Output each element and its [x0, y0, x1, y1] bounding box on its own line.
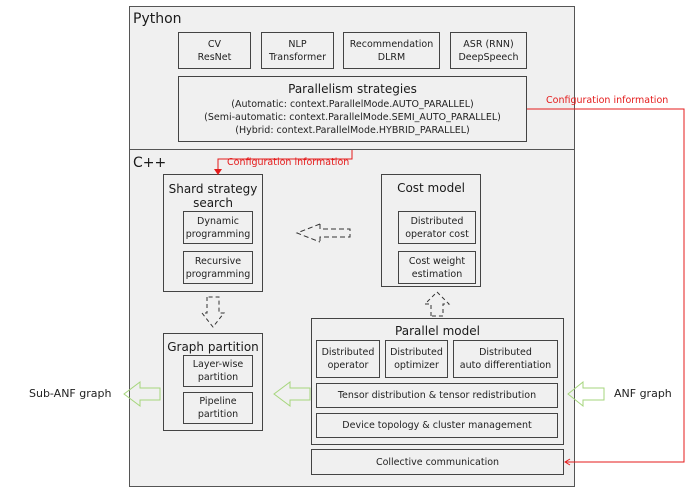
- model-network: DeepSpeech: [458, 51, 519, 63]
- title-line: search: [193, 196, 233, 210]
- sub-anf-graph-label: Sub-ANF graph: [29, 387, 112, 400]
- model-name: CV: [207, 38, 222, 50]
- item-line: partition: [197, 409, 239, 420]
- distributed-operator-box: Distributed operator: [316, 340, 380, 378]
- item-line: operator cost: [405, 228, 469, 240]
- item-line: Collective communication: [375, 456, 500, 468]
- parallel-mode-hybrid: (Hybrid: context.ParallelMode.HYBRID_PAR…: [235, 124, 470, 136]
- model-network: DLRM: [377, 51, 406, 63]
- parallel-mode-auto: (Automatic: context.ParallelMode.AUTO_PA…: [231, 98, 474, 110]
- item-line: Recursive: [194, 255, 242, 267]
- cpp-label: C++: [133, 155, 167, 171]
- cost-weight-estimation-box: Cost weight estimation: [398, 251, 476, 284]
- collective-communication-box: Collective communication: [311, 449, 564, 475]
- model-network: ResNet: [197, 51, 232, 63]
- item-line: optimizer: [394, 360, 439, 371]
- tensor-redistribution-box: Tensor distribution & tensor redistribut…: [316, 383, 558, 408]
- parallelism-strategies-box: Parallelism strategies (Automatic: conte…: [178, 76, 527, 142]
- distributed-optimizer-box: Distributed optimizer: [385, 340, 448, 378]
- layer-wise-partition-box: Layer-wise partition: [183, 355, 253, 387]
- item-line: Distributed: [410, 215, 464, 227]
- python-label: Python: [133, 11, 182, 27]
- model-name: NLP: [288, 38, 307, 50]
- cost-model-title: Cost model: [397, 181, 465, 195]
- distributed-auto-differentiation-box: Distributed auto differentiation: [453, 340, 558, 378]
- parallelism-strategies-title: Parallelism strategies: [288, 81, 417, 96]
- item-line: programming: [185, 268, 251, 280]
- item-line: programming: [185, 228, 251, 240]
- model-box-nlp: NLP Transformer: [261, 32, 334, 69]
- shard-strategy-search-title: Shard strategy search: [163, 182, 263, 210]
- parallel-model-title: Parallel model: [395, 324, 480, 338]
- item-line: auto differentiation: [459, 360, 552, 371]
- item-line: Cost weight: [408, 255, 466, 267]
- item-line: Device topology & cluster management: [342, 420, 532, 431]
- model-name: ASR (RNN): [463, 38, 514, 50]
- item-line: estimation: [411, 268, 463, 280]
- pipeline-partition-box: Pipeline partition: [183, 392, 253, 424]
- anf-graph-label: ANF graph: [614, 387, 672, 400]
- item-line: Distributed: [321, 347, 375, 358]
- item-line: Pipeline: [199, 396, 237, 407]
- recursive-programming-box: Recursive programming: [183, 251, 253, 284]
- item-line: partition: [197, 372, 239, 383]
- title-line: Shard strategy: [168, 182, 258, 196]
- item-line: Dynamic: [197, 215, 239, 227]
- item-line: Tensor distribution & tensor redistribut…: [337, 390, 537, 401]
- model-network: Transformer: [268, 51, 326, 63]
- config-info-label-mid: Configuration information: [227, 157, 350, 168]
- config-info-label-top: Configuration information: [546, 95, 669, 106]
- model-box-recommendation: Recommendation DLRM: [343, 32, 440, 69]
- item-line: operator: [327, 360, 369, 371]
- model-box-asr: ASR (RNN) DeepSpeech: [450, 32, 527, 69]
- item-line: Distributed: [479, 347, 532, 358]
- model-box-cv: CV ResNet: [178, 32, 251, 69]
- model-name: Recommendation: [349, 38, 434, 50]
- dynamic-programming-box: Dynamic programming: [183, 211, 253, 244]
- graph-partition-title: Graph partition: [167, 340, 259, 354]
- parallel-mode-semi-auto: (Semi-automatic: context.ParallelMode.SE…: [204, 111, 501, 123]
- distributed-operator-cost-box: Distributed operator cost: [398, 211, 476, 244]
- device-topology-box: Device topology & cluster management: [316, 413, 558, 438]
- item-line: Distributed: [390, 347, 443, 358]
- item-line: Layer-wise: [192, 359, 244, 370]
